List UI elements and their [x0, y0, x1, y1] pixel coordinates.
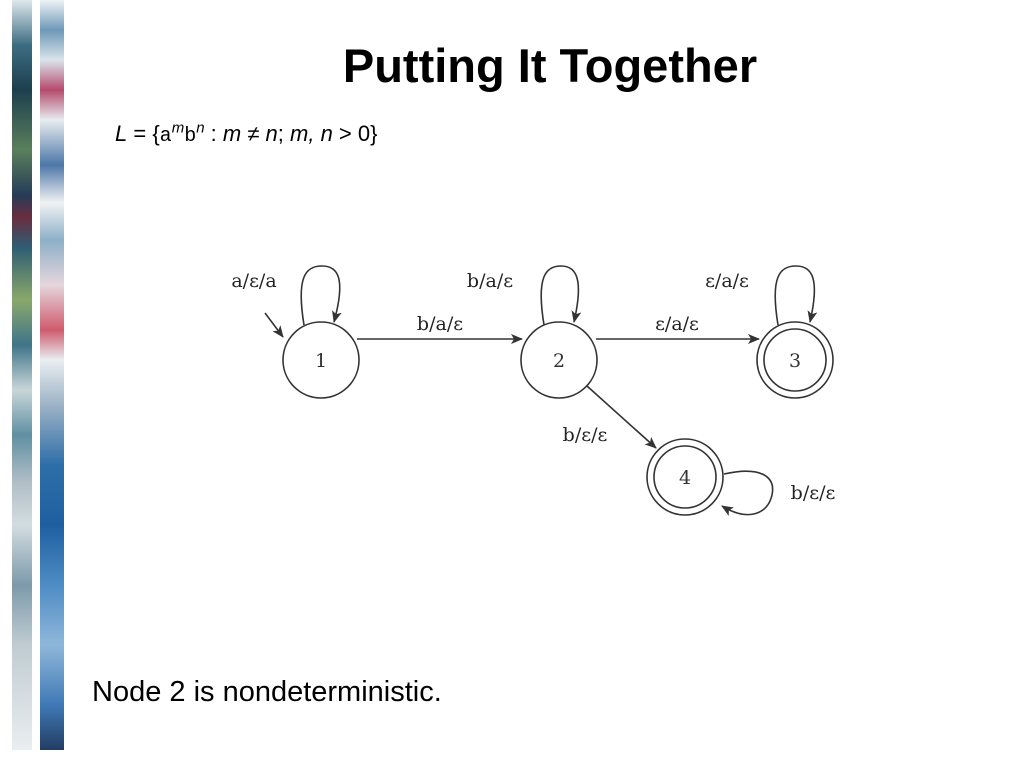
edge-1-2-label: b/a/ε	[417, 313, 463, 335]
edge-2-3-label: ε/a/ε	[655, 313, 699, 335]
formula-symbol-b: b	[184, 125, 197, 148]
formula-neq: ≠	[241, 121, 266, 146]
edge-2-2-label: b/a/ε	[467, 270, 513, 292]
formula-symbol-a: a	[159, 125, 172, 148]
formula-n: n	[265, 121, 278, 146]
edge-1-1	[300, 265, 342, 326]
formula-exponent-n: n	[196, 119, 205, 137]
edge-4-4	[721, 470, 774, 517]
state-4-inner-circle	[653, 445, 717, 509]
slide-note: Node 2 is nondeterministic.	[92, 676, 442, 708]
formula-gt: > 0}	[332, 121, 378, 146]
start-arrow	[264, 312, 284, 338]
edge-2-2	[540, 265, 582, 326]
decorative-strip-right	[40, 0, 64, 750]
state-3-label: 3	[789, 350, 801, 372]
edge-1-1-label: a/ε/a	[231, 270, 276, 292]
formula-exponent-m: m	[171, 119, 185, 137]
state-3-inner-circle	[763, 328, 827, 392]
formula-mn: m, n	[290, 121, 333, 146]
edge-2-4-label: b/ε/ε	[563, 424, 608, 446]
edge-2-4	[586, 385, 657, 449]
decorative-strip-left	[12, 0, 32, 750]
state-1-circle	[282, 321, 360, 399]
state-2-label: 2	[553, 350, 565, 372]
state-1-label: 1	[315, 350, 327, 372]
formula-lhs: L	[115, 121, 128, 146]
edge-3-3	[774, 265, 818, 326]
edge-4-4-label: b/ε/ε	[791, 482, 836, 504]
formula-colon: :	[204, 121, 223, 146]
language-definition: L = {ambn : m ≠ n; m, n > 0}	[115, 119, 377, 152]
slide-title: Putting It Together	[342, 39, 758, 92]
formula-equals: = {	[127, 121, 160, 146]
formula-sep: ;	[277, 121, 291, 146]
formula-m: m	[222, 121, 242, 146]
edge-3-3-label: ε/a/ε	[705, 270, 749, 292]
state-2-circle	[520, 321, 598, 399]
state-4-label: 4	[679, 467, 691, 489]
